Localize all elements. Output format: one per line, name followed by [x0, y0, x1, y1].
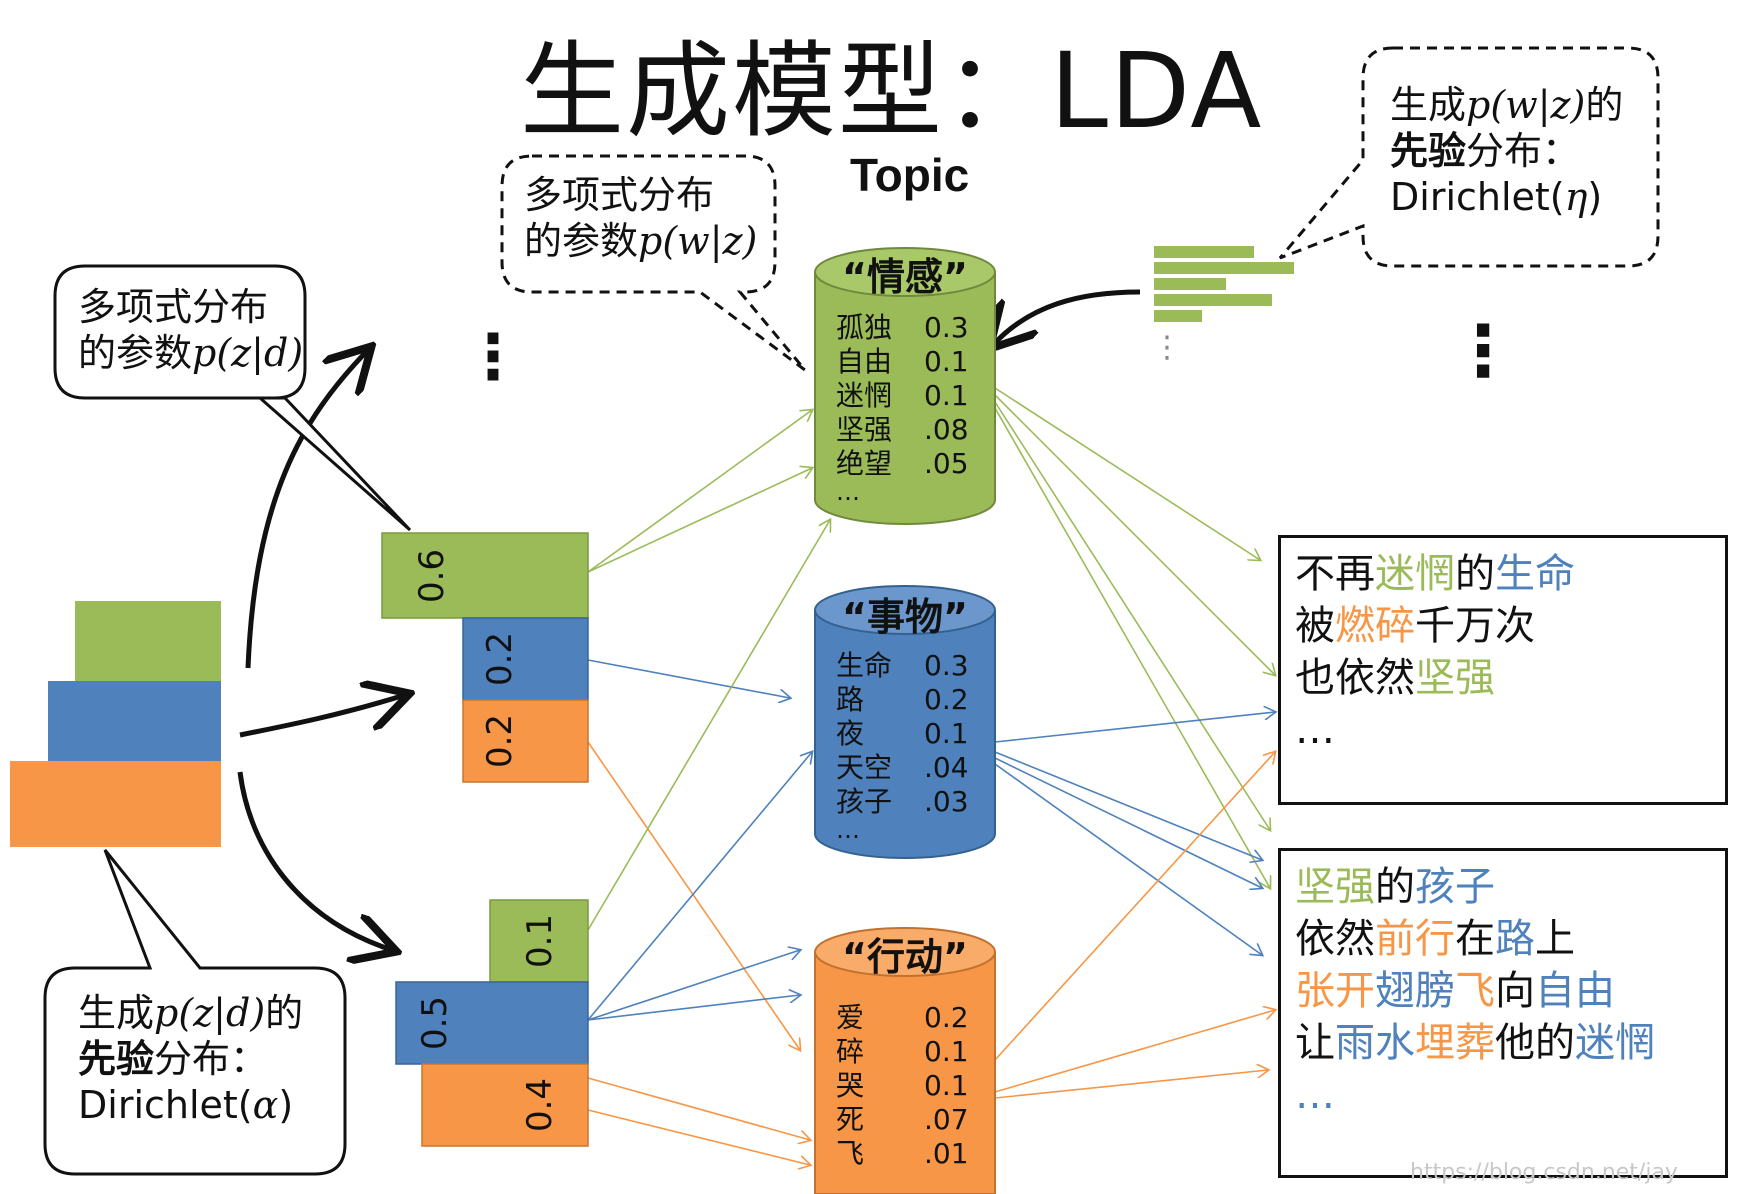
document-line: … [1295, 1069, 1711, 1121]
document-line: 不再迷惘的生命 [1295, 548, 1711, 600]
document-word: 张开 [1295, 968, 1375, 1014]
document-word: 迷惘 [1375, 551, 1455, 597]
bar-value: 0.1 [520, 913, 560, 969]
topic-cylinder-action [814, 927, 996, 1194]
doc-topic-bars-2 [395, 899, 589, 1147]
topic-name: “行动” [842, 935, 968, 979]
bar-value: 0.5 [415, 995, 455, 1051]
page-title: 生成模型：LDA [520, 30, 1264, 152]
bar-value: 0.2 [480, 713, 520, 769]
document-word: 不再 [1295, 551, 1375, 597]
ellipsis-prior-stack: ⋮ [1152, 330, 1182, 365]
callout-doc-topic-params: 多项式分布 的参数p(z|d) [78, 285, 304, 375]
document-word: 被 [1295, 603, 1335, 649]
doc-topic-prior-stack [10, 601, 221, 847]
document-word: 迷惘 [1575, 1020, 1655, 1066]
topic-word-row: 坚强.08 [836, 413, 969, 446]
document-box: 不再迷惘的生命被燃碎千万次也依然坚强… [1278, 535, 1728, 805]
document-word: … [1295, 707, 1335, 753]
topic-more: … [836, 816, 860, 844]
document-word: 的 [1375, 864, 1415, 910]
document-word: 让 [1295, 1020, 1335, 1066]
ellipsis-documents: ⋮ [1448, 310, 1518, 392]
document-word: 埋葬 [1415, 1020, 1495, 1066]
document-word: 向 [1495, 968, 1535, 1014]
document-word: 上 [1535, 916, 1575, 962]
bar-value: 0.4 [520, 1077, 560, 1133]
topic-word-row: 死.07 [836, 1103, 969, 1136]
document-word: 燃碎 [1335, 603, 1415, 649]
document-word: … [1295, 1072, 1335, 1118]
document-line: 依然前行在路上 [1295, 913, 1711, 965]
callout-topic-word-params: 多项式分布 的参数p(w|z) [524, 173, 758, 263]
document-word: 飞 [1455, 968, 1495, 1014]
bar-value: 0.6 [412, 548, 452, 604]
document-word: 坚强 [1415, 655, 1495, 701]
document-line: 坚强的孩子 [1295, 861, 1711, 913]
document-line: 让雨水埋葬他的迷惘 [1295, 1017, 1711, 1069]
document-word: 他的 [1495, 1020, 1575, 1066]
document-word: 雨水 [1335, 1020, 1415, 1066]
callout-doc-topic-prior: 生成p(z|d)的 先验分布： Dirichlet(α) [78, 991, 304, 1127]
ellipsis-upper-bars: ⋮ [462, 320, 524, 393]
document-line: 被燃碎千万次 [1295, 600, 1711, 652]
document-word: 千万次 [1415, 603, 1535, 649]
document-word: 前行 [1375, 916, 1455, 962]
document-word: 生命 [1495, 551, 1575, 597]
bar-to-topic-arrows [587, 410, 830, 1165]
topic-word-row: 绝望.05 [836, 447, 969, 480]
document-line: 也依然坚强 [1295, 652, 1711, 704]
bar-value: 0.2 [480, 631, 520, 687]
topic-header: Topic [850, 149, 970, 201]
document-word: 翅膀 [1375, 968, 1455, 1014]
topic-name: “情感” [842, 255, 968, 299]
document-box: 坚强的孩子依然前行在路上张开翅膀飞向自由让雨水埋葬他的迷惘… [1278, 848, 1728, 1178]
prior-to-bars-arrows [237, 289, 1141, 950]
topic-cylinder-object [814, 585, 996, 859]
document-line: … [1295, 704, 1711, 756]
document-word: 孩子 [1415, 864, 1495, 910]
topic-word-row: 飞.01 [836, 1137, 969, 1170]
document-word: 坚强 [1295, 864, 1375, 910]
callout-topic-word-prior: 生成p(w|z)的 先验分布： Dirichlet(η) [1390, 83, 1624, 219]
document-word: 也依然 [1295, 655, 1415, 701]
watermark: https://blog.csdn.net/jay [1410, 1160, 1678, 1185]
topic-word-row: 孩子.03 [836, 785, 969, 818]
callout-bubbles [43, 46, 1660, 1176]
topic-cylinder-emotion [814, 247, 996, 525]
topic-word-row: 天空.04 [836, 751, 969, 784]
topic-to-doc-arrows [994, 387, 1275, 1099]
doc-topic-bars-1 [381, 532, 589, 783]
document-word: 在 [1455, 916, 1495, 962]
document-word: 的 [1455, 551, 1495, 597]
document-word: 依然 [1295, 916, 1375, 962]
topic-name: “事物” [842, 595, 968, 639]
topic-word-prior-stack [1154, 246, 1294, 322]
topic-more: … [836, 478, 860, 506]
document-word: 自由 [1535, 968, 1615, 1014]
document-line: 张开翅膀飞向自由 [1295, 965, 1711, 1017]
document-word: 路 [1495, 916, 1535, 962]
